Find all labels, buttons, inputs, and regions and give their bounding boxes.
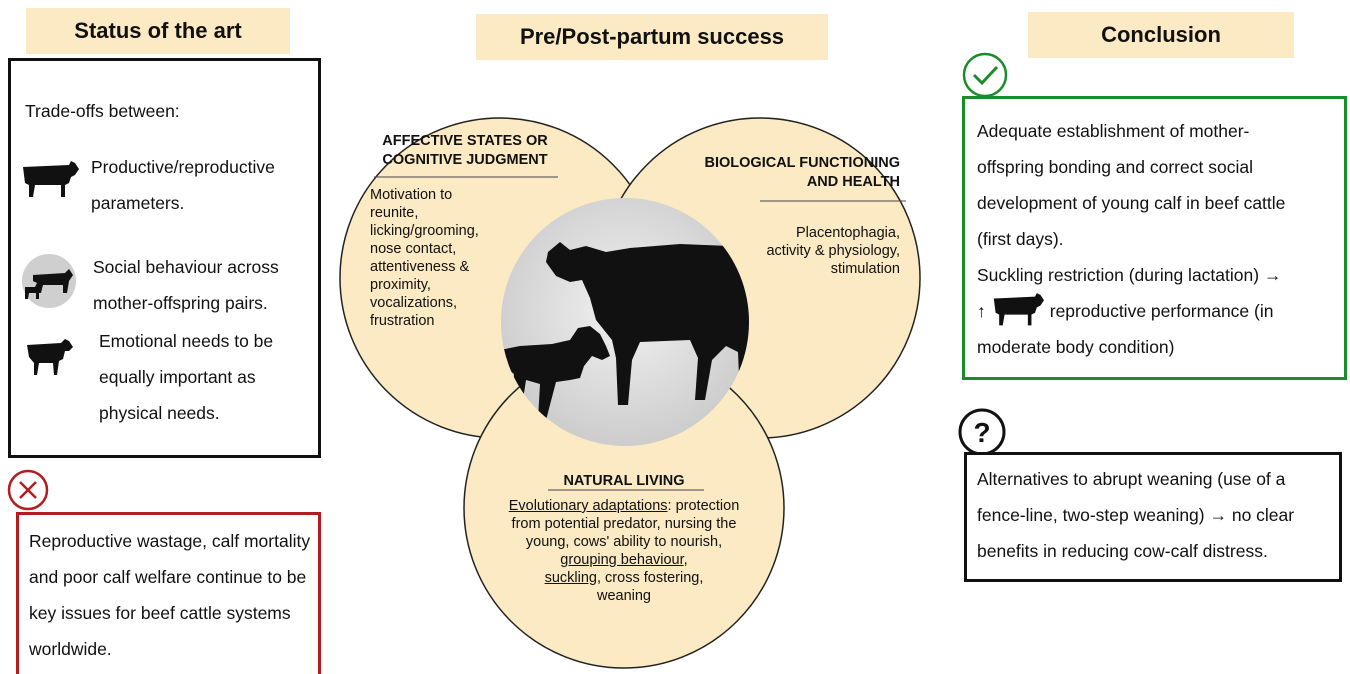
positive-line: (first days). xyxy=(977,229,1064,249)
item-text: Social behaviour across mother-offspring… xyxy=(93,257,279,313)
affective-line: attentiveness & xyxy=(370,259,470,275)
positive-line: ↑ reproductive performance (in xyxy=(977,293,1347,329)
natural-line: grouping behaviour, xyxy=(560,552,688,568)
up-arrow: ↑ xyxy=(977,301,986,321)
affective-line: reunite, xyxy=(370,205,419,221)
affective-line: Motivation to xyxy=(370,187,453,203)
list-item: Productive/reproductive parameters. xyxy=(21,149,301,221)
affective-title-1: AFFECTIVE STATES OR xyxy=(382,133,548,149)
biological-section: BIOLOGICAL FUNCTIONING AND HEALTH xyxy=(690,154,900,192)
positive-line: offspring bonding and correct social xyxy=(977,157,1253,177)
calf-icon xyxy=(27,339,73,375)
affective-line: frustration xyxy=(370,313,435,329)
list-item: Social behaviour across mother-offspring… xyxy=(21,249,303,321)
biological-line: activity & physiology, xyxy=(766,243,900,259)
list-item: Emotional needs to be equally important … xyxy=(25,323,295,431)
natural-line: young, cows' ability to nourish, xyxy=(525,534,723,550)
header-conclusion: Conclusion xyxy=(1028,12,1294,58)
trade-offs-intro: Trade-offs between: xyxy=(25,101,180,121)
positive-line: development of young calf in beef cattle xyxy=(977,193,1286,213)
svg-text:?: ? xyxy=(973,417,990,448)
status-box: Trade-offs between: Productive/reproduct… xyxy=(8,58,321,458)
positive-tail: reproductive performance (in xyxy=(1049,301,1274,321)
x-icon xyxy=(7,469,49,511)
affective-line: nose contact, xyxy=(370,241,457,257)
biological-title-1: BIOLOGICAL FUNCTIONING xyxy=(704,155,900,171)
affective-states-section: AFFECTIVE STATES OR COGNITIVE JUDGMENT xyxy=(370,132,560,170)
positive-line: Adequate establishment of mother- xyxy=(977,121,1250,141)
question-icon: ? xyxy=(958,408,1006,456)
question-line: Alternatives to abrupt weaning (use of a xyxy=(977,469,1286,489)
natural-line: from potential predator, nursing the xyxy=(511,516,737,532)
biological-line: Placentophagia, xyxy=(796,225,900,241)
natural-living-section: NATURAL LIVING Evolutionary adaptations:… xyxy=(494,472,754,605)
natural-line: suckling, cross fostering, xyxy=(544,570,704,586)
affective-body: Motivation to reunite, licking/grooming,… xyxy=(370,186,510,330)
question-line: fence-line, two-step weaning) → no clear xyxy=(977,505,1295,525)
positive-line: moderate body condition) xyxy=(977,337,1175,357)
conclusion-question-box: Alternatives to abrupt weaning (use of a… xyxy=(964,452,1342,582)
header-status-of-the-art: Status of the art xyxy=(26,8,290,54)
biological-line: stimulation xyxy=(830,261,900,277)
natural-line: Evolutionary adaptations: protection xyxy=(508,498,740,514)
item-text: Emotional needs to be equally important … xyxy=(99,331,274,423)
biological-title-2: AND HEALTH xyxy=(806,174,900,190)
warning-text: Reproductive wastage, calf mortality and… xyxy=(29,531,311,659)
affective-line: proximity, xyxy=(370,277,431,293)
natural-line: weaning xyxy=(596,588,651,604)
header-pre-post-partum-success: Pre/Post-partum success xyxy=(476,14,828,60)
item-text: Productive/reproductive parameters. xyxy=(91,157,275,213)
warning-box: Reproductive wastage, calf mortality and… xyxy=(16,512,321,674)
affective-title-2: COGNITIVE JUDGMENT xyxy=(382,152,548,168)
cow-icon xyxy=(23,161,79,197)
cow-calf-pair-icon xyxy=(22,254,76,308)
biological-body: Placentophagia, activity & physiology, s… xyxy=(720,224,900,278)
affective-line: licking/grooming, xyxy=(370,223,479,239)
question-line: benefits in reducing cow-calf distress. xyxy=(977,541,1268,561)
positive-line: Suckling restriction (during lactation) … xyxy=(977,265,1282,285)
cow-icon xyxy=(993,293,1044,326)
affective-line: vocalizations, xyxy=(370,295,458,311)
check-icon xyxy=(962,52,1008,98)
conclusion-positive-box: Adequate establishment of mother- offspr… xyxy=(962,96,1347,380)
cow-and-calf-silhouette xyxy=(501,242,749,420)
natural-title: NATURAL LIVING xyxy=(563,473,685,489)
